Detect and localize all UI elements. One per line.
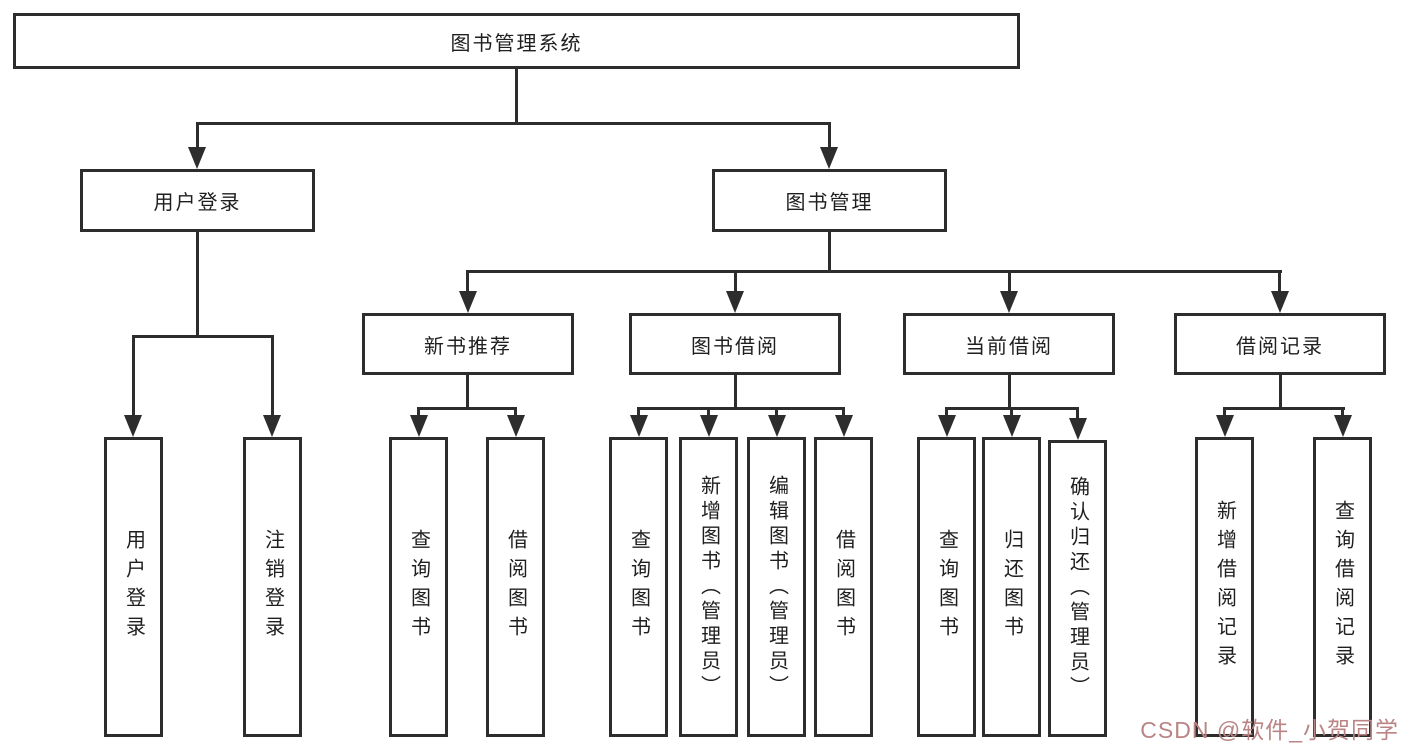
leaf-bb-add-books-admin: 新增图书（管理员） — [679, 437, 738, 737]
leaf-label: 确认归还（管理员） — [1066, 476, 1089, 701]
connector-arrow-stem — [637, 407, 640, 417]
arrowhead-down-icon — [726, 291, 744, 313]
leaf-nb-borrow-books: 借阅图书 — [486, 437, 545, 737]
node-label: 图书管理 — [785, 192, 874, 214]
node-new-book-recommend: 新书推荐 — [362, 313, 574, 375]
leaf-label: 查询借阅记录 — [1331, 500, 1354, 674]
arrowhead-down-icon — [1271, 291, 1289, 313]
connector-arrow-stem — [734, 270, 737, 291]
leaf-bb-edit-books-admin: 编辑图书（管理员） — [747, 437, 806, 737]
node-label: 图书管理系统 — [450, 32, 583, 55]
connector-arrow-stem — [417, 407, 420, 417]
leaf-label: 借阅图书 — [504, 529, 527, 645]
arrowhead-down-icon — [820, 147, 838, 169]
arrowhead-down-icon — [630, 415, 648, 437]
node-book-management: 图书管理 — [712, 169, 947, 232]
connector-arrow-stem — [1223, 407, 1226, 417]
connector-book-mgmt-stem — [828, 232, 831, 270]
node-label: 借阅记录 — [1236, 335, 1324, 358]
connector-user-login-stem — [196, 232, 199, 335]
leaf-label: 归还图书 — [1000, 529, 1023, 645]
node-user-login: 用户登录 — [80, 169, 315, 232]
arrowhead-down-icon — [507, 415, 525, 437]
connector-arrow-stem — [1076, 407, 1079, 419]
connector-arrow-stem — [828, 122, 831, 148]
connector-book-mgmt-rail — [467, 270, 1282, 273]
connector-nb-stem — [466, 375, 469, 407]
arrowhead-down-icon — [1216, 415, 1234, 437]
leaf-br-query-record: 查询借阅记录 — [1313, 437, 1372, 737]
connector-arrow-stem — [1008, 270, 1011, 291]
arrowhead-down-icon — [1069, 418, 1087, 440]
arrowhead-down-icon — [768, 415, 786, 437]
leaf-nb-query-books: 查询图书 — [389, 437, 448, 737]
connector-arrow-stem — [945, 407, 948, 417]
connector-root-rail — [196, 122, 831, 125]
leaf-label: 注销登录 — [261, 529, 284, 645]
connector-bb-rail — [637, 407, 845, 410]
leaf-br-add-record: 新增借阅记录 — [1195, 437, 1254, 737]
leaf-cb-query-books: 查询图书 — [917, 437, 976, 737]
leaf-label: 新增图书（管理员） — [697, 474, 720, 700]
node-borrowing-records: 借阅记录 — [1174, 313, 1386, 375]
node-book-borrowing: 图书借阅 — [629, 313, 841, 375]
node-label: 用户登录 — [153, 192, 242, 214]
connector-arrow-stem — [132, 335, 135, 415]
connector-arrow-stem — [775, 407, 778, 417]
connector-root-stem — [515, 69, 518, 122]
leaf-label: 新增借阅记录 — [1213, 500, 1236, 674]
arrowhead-down-icon — [188, 147, 206, 169]
leaf-label: 查询图书 — [627, 529, 650, 645]
arrowhead-down-icon — [410, 415, 428, 437]
connector-user-login-rail — [132, 335, 274, 338]
arrowhead-down-icon — [1334, 415, 1352, 437]
connector-arrow-stem — [466, 270, 469, 291]
leaf-cb-return-books: 归还图书 — [982, 437, 1041, 737]
arrowhead-down-icon — [835, 415, 853, 437]
connector-arrow-stem — [842, 407, 845, 417]
node-label: 图书借阅 — [691, 335, 779, 358]
arrowhead-down-icon — [263, 415, 281, 437]
leaf-user-login: 用户登录 — [104, 437, 163, 737]
connector-arrow-stem — [1010, 407, 1013, 417]
node-label: 新书推荐 — [424, 335, 512, 358]
connector-bb-stem — [734, 375, 737, 407]
node-current-borrowing: 当前借阅 — [903, 313, 1115, 375]
leaf-label: 用户登录 — [122, 529, 145, 645]
leaf-bb-borrow-books: 借阅图书 — [814, 437, 873, 737]
connector-arrow-stem — [271, 335, 274, 415]
connector-br-stem — [1279, 375, 1282, 407]
connector-nb-rail — [417, 407, 517, 410]
node-library-management-system: 图书管理系统 — [13, 13, 1020, 69]
leaf-label: 借阅图书 — [832, 529, 855, 645]
arrowhead-down-icon — [1000, 291, 1018, 313]
node-label: 当前借阅 — [965, 335, 1053, 358]
connector-arrow-stem — [196, 122, 199, 148]
arrowhead-down-icon — [124, 415, 142, 437]
arrowhead-down-icon — [1003, 415, 1021, 437]
leaf-bb-query-books: 查询图书 — [609, 437, 668, 737]
leaf-label: 查询图书 — [407, 529, 430, 645]
connector-arrow-stem — [1341, 407, 1344, 417]
connector-br-rail — [1223, 407, 1345, 410]
connector-arrow-stem — [707, 407, 710, 417]
connector-cb-stem — [1008, 375, 1011, 407]
csdn-watermark: CSDN @软件_小贺同学 — [1140, 717, 1399, 743]
leaf-label: 编辑图书（管理员） — [765, 474, 788, 700]
connector-arrow-stem — [514, 407, 517, 417]
leaf-label: 查询图书 — [935, 529, 958, 645]
leaf-cb-confirm-return-admin: 确认归还（管理员） — [1048, 440, 1107, 737]
arrowhead-down-icon — [938, 415, 956, 437]
arrowhead-down-icon — [459, 291, 477, 313]
connector-arrow-stem — [1278, 270, 1281, 291]
arrowhead-down-icon — [700, 415, 718, 437]
leaf-logout-login: 注销登录 — [243, 437, 302, 737]
